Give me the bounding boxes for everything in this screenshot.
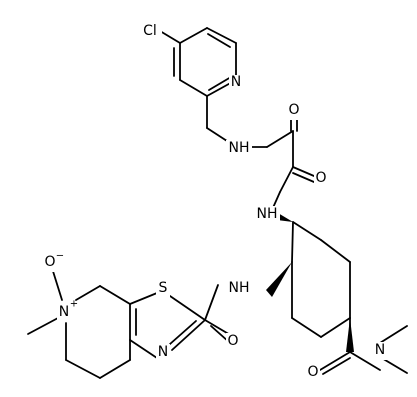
bond [169,320,197,345]
bond [320,317,351,338]
atom-label-nh-mid: NH [257,206,278,222]
bond [320,239,351,263]
bond [129,292,158,305]
bond [208,76,232,91]
bond [279,166,294,193]
bond [349,351,381,371]
atom-label-n-dimethyl: N [375,342,385,358]
atom-label-n-plus: N [59,304,69,320]
bond [291,221,294,263]
bond [319,351,351,371]
atom-label-o-3: O [227,333,238,349]
atom-label-o-2: O [315,170,326,186]
bond [379,325,408,344]
atom-label-o-1: O [288,102,299,118]
bond [322,357,351,375]
atom-label-nh-top: NH [229,140,250,156]
wedge-bond [266,262,292,297]
bond [99,285,131,305]
atom-label-n-pyridine: N [231,74,241,90]
atom-label-n-thiazole: N [158,344,168,360]
atom-label-s: S [159,280,168,296]
bond [292,166,315,177]
atom-labels: Cl N NH O O NH S NH N + O − N O O N [43,23,387,382]
bond [292,172,315,183]
atom-label-nh-left: NH [229,280,250,296]
bond [179,79,208,97]
bond [266,130,294,148]
bond [171,319,206,351]
bond [206,27,237,44]
bond [291,317,322,338]
atom-label-o-minus: O [44,254,55,270]
bond [65,359,101,379]
bond [99,359,131,379]
bond [204,284,219,321]
bond [206,127,228,142]
bond [27,317,59,335]
bond [159,30,181,44]
wedge-bond [346,318,354,352]
bond [129,339,161,361]
bond [51,267,63,301]
bond [179,27,208,44]
bond [169,295,206,321]
charge-minus: − [56,251,64,262]
bond [75,285,101,301]
bond [292,221,322,241]
bonds [27,27,408,379]
atom-label-o-4: O [307,364,318,380]
atom-label-cl: Cl [143,23,157,39]
charge-plus: + [70,299,78,310]
bond [207,33,231,48]
